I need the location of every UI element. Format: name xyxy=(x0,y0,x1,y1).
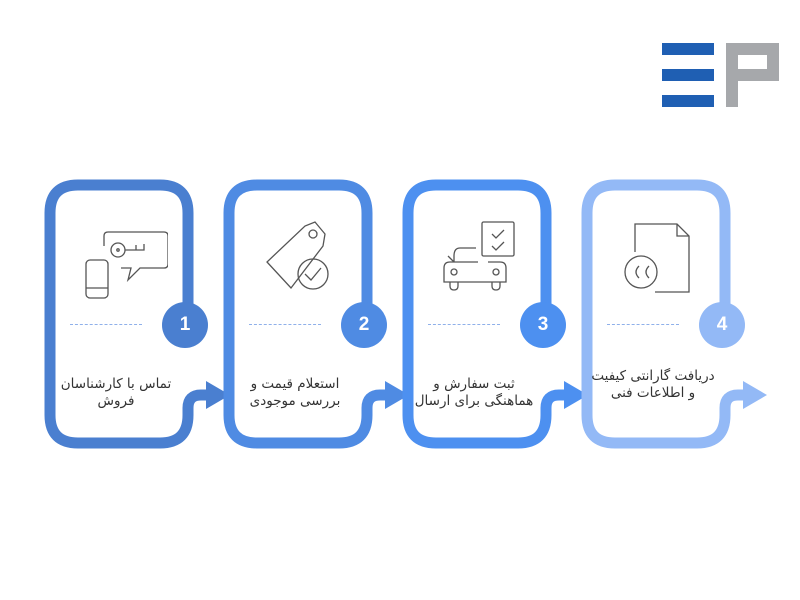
step-label: دریافت گارانتی کیفیت و اطلاعات فنی xyxy=(591,368,715,401)
step-frame xyxy=(581,179,767,449)
step-number-badge: 1 xyxy=(162,302,208,348)
car-checklist-icon xyxy=(436,216,526,306)
step-card-3: 3 ثبت سفارش و هماهنگی برای ارسال xyxy=(398,178,598,453)
step-label: ثبت سفارش و هماهنگی برای ارسال xyxy=(414,376,534,409)
step-label: استعلام قیمت و بررسی موجودی xyxy=(249,376,341,409)
step-card-4: 4 دریافت گارانتی کیفیت و اطلاعات فنی xyxy=(577,178,777,453)
step-frame xyxy=(44,179,230,449)
step-card-1: 1 تماس با کارشناسان فروش xyxy=(40,178,240,453)
divider-line xyxy=(70,324,142,325)
divider-line xyxy=(428,324,500,325)
ep-logo xyxy=(662,43,780,109)
step-number-badge: 3 xyxy=(520,302,566,348)
step-number-badge: 4 xyxy=(699,302,745,348)
step-frame xyxy=(223,179,409,449)
price-tag-check-icon xyxy=(257,216,347,306)
step-number-badge: 2 xyxy=(341,302,387,348)
document-certificate-icon xyxy=(615,216,705,306)
divider-line xyxy=(607,324,679,325)
step-frame xyxy=(402,179,588,449)
step-card-2: 2 استعلام قیمت و بررسی موجودی xyxy=(219,178,419,453)
step-label: تماس با کارشناسان فروش xyxy=(60,376,172,409)
phone-chat-key-icon xyxy=(78,216,169,306)
divider-line xyxy=(249,324,321,325)
